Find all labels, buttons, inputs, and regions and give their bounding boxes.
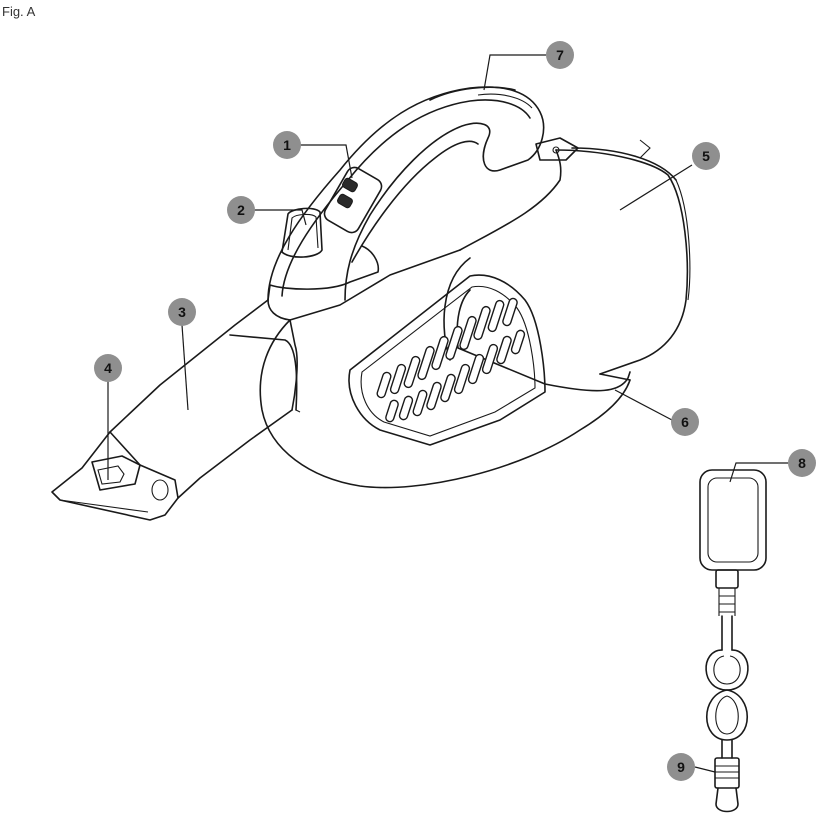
callout-8: 8: [788, 449, 816, 477]
callout-4: 4: [94, 354, 122, 382]
callout-7: 7: [546, 41, 574, 69]
callout-number-5: 5: [702, 148, 710, 164]
vent-slots: [376, 297, 525, 422]
callout-number-6: 6: [681, 414, 689, 430]
leader-9: [695, 767, 715, 772]
callout-number-8: 8: [798, 455, 806, 471]
callout-9: 9: [667, 753, 695, 781]
charger-drawing: [700, 470, 766, 812]
callout-5: 5: [692, 142, 720, 170]
callout-3: 3: [168, 298, 196, 326]
leader-7: [484, 55, 546, 90]
callout-2: 2: [227, 196, 255, 224]
callout-number-3: 3: [178, 304, 186, 320]
leader-5: [620, 165, 692, 210]
callout-number-7: 7: [556, 47, 564, 63]
leader-8: [730, 463, 788, 482]
vacuum-body-drawing: [52, 87, 690, 520]
callout-number-4: 4: [104, 360, 112, 376]
callout-1: 1: [273, 131, 301, 159]
leader-6: [615, 390, 672, 420]
callout-number-1: 1: [283, 137, 291, 153]
callout-6: 6: [671, 408, 699, 436]
callout-number-9: 9: [677, 759, 685, 775]
callout-number-2: 2: [237, 202, 245, 218]
leader-1: [300, 145, 352, 178]
